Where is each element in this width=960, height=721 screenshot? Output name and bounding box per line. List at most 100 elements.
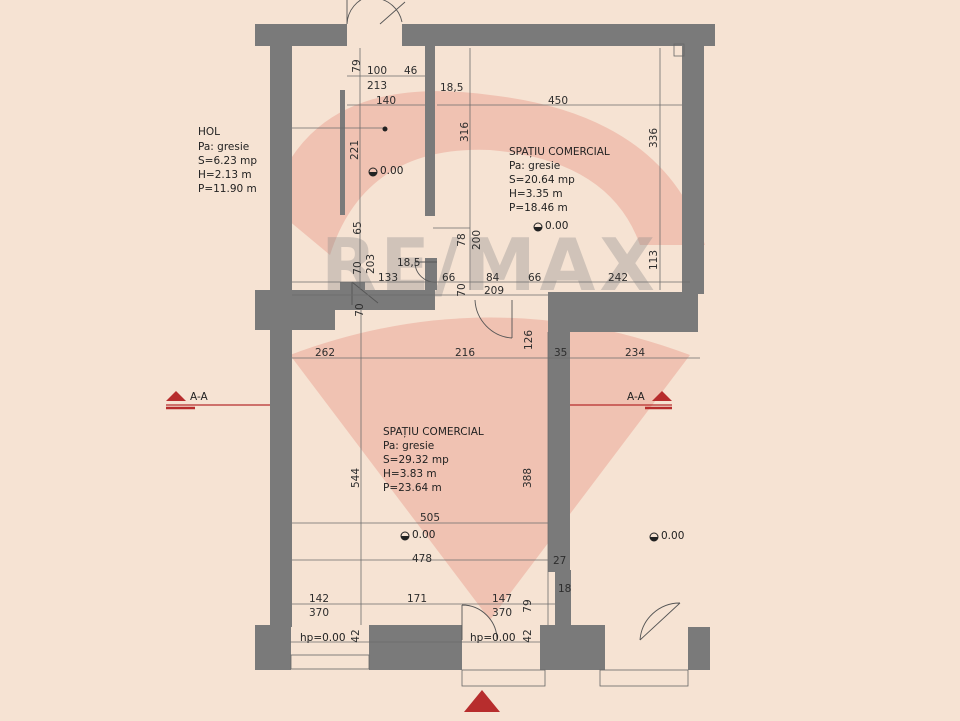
room-name: HOL	[198, 126, 220, 138]
dim-370-right: 370	[492, 607, 512, 619]
level-marker-icon	[368, 167, 378, 177]
dim-100: 100	[367, 65, 387, 77]
dim-209: 209	[484, 285, 504, 297]
section-label: A-A	[190, 391, 209, 403]
level-value: 0.00	[545, 220, 568, 232]
door-bottom-left	[461, 604, 498, 641]
section-label: A-A	[627, 391, 646, 403]
room-perimeter: P=11.90 m	[198, 183, 257, 195]
level-marker-icon	[649, 532, 659, 542]
level-value: 0.00	[412, 529, 435, 541]
dim-544: 544	[350, 468, 362, 488]
dim-18-5-bottom: 18,5	[397, 257, 420, 269]
dim-65: 65	[352, 221, 364, 234]
dim-450: 450	[548, 95, 568, 107]
section-marker-left: A-A	[166, 391, 270, 410]
door-hall-wc	[351, 281, 379, 305]
wall-column	[548, 292, 570, 572]
wall-bottom-window	[369, 625, 462, 670]
dim-213: 213	[367, 80, 387, 92]
level-value: 0.00	[661, 530, 684, 542]
room-area: S=20.64 mp	[509, 174, 575, 186]
dim-147: 147	[492, 593, 512, 605]
dim-142: 142	[309, 593, 329, 605]
wall-bottom-center	[540, 625, 605, 670]
dim-70-wall: 70	[354, 303, 366, 316]
room-label-hall: HOL Pa: gresie S=6.23 mp H=2.13 m P=11.9…	[198, 126, 257, 195]
dim-42-left: 42	[350, 629, 362, 642]
dim-216: 216	[455, 347, 475, 359]
doors	[346, 0, 681, 641]
dim-336: 336	[648, 128, 660, 148]
room-pointer-dot	[382, 126, 388, 132]
door-bottom-right	[639, 602, 681, 641]
dim-478: 478	[412, 553, 432, 565]
room-name: SPAȚIU COMERCIAL	[383, 426, 484, 438]
wall-column-base	[555, 570, 571, 625]
dim-316: 316	[459, 122, 471, 142]
dim-242: 242	[608, 272, 628, 284]
wall-right-pier	[685, 228, 704, 293]
wall-left-upper	[270, 24, 292, 292]
dim-203: 203	[365, 254, 377, 274]
level-value: 0.00	[380, 165, 403, 177]
dim-79-bottom: 79	[522, 599, 534, 612]
entrance-door-top	[346, 0, 406, 25]
room-floor: Pa: gresie	[198, 141, 249, 153]
section-arrow-icon	[652, 391, 672, 401]
dim-66-a: 66	[442, 272, 456, 284]
window-sills	[290, 43, 689, 687]
room-floor: Pa: gresie	[509, 160, 560, 172]
wall-mid-beam	[335, 290, 435, 310]
dim-171: 171	[407, 593, 427, 605]
dim-18-5-top: 18,5	[440, 82, 463, 94]
level-markers: 0.00 0.00 0.00 0.00	[368, 165, 684, 542]
dim-66-b: 66	[528, 272, 542, 284]
dimension-labels: 79 100 46 213 140 18,5 450 316 336 221 6…	[309, 59, 660, 642]
room-height: H=2.13 m	[198, 169, 252, 181]
wall-hall-ledge	[340, 282, 365, 292]
dim-133: 133	[378, 272, 398, 284]
wall-bottom-left-pier	[255, 625, 291, 670]
dim-79-top: 79	[351, 59, 363, 72]
dim-126: 126	[523, 330, 535, 350]
wall-top-right	[402, 24, 715, 46]
dim-70-left: 70	[352, 261, 364, 274]
room-height: H=3.35 m	[509, 188, 563, 200]
wall-hall-stub	[425, 258, 437, 290]
dim-70-mid: 70	[456, 283, 468, 296]
wall-mid-right-beam	[548, 292, 698, 332]
dim-388: 388	[522, 468, 534, 488]
entrance-arrow-icon	[464, 690, 500, 712]
room-name: SPAȚIU COMERCIAL	[509, 146, 610, 158]
level-marker-icon	[400, 531, 410, 541]
wall-left-lower	[270, 292, 292, 627]
room-perimeter: P=18.46 m	[509, 202, 568, 214]
dim-84: 84	[486, 272, 500, 284]
dim-113: 113	[648, 250, 660, 270]
dim-46: 46	[404, 65, 418, 77]
room-perimeter: P=23.64 m	[383, 482, 442, 494]
dim-370-left: 370	[309, 607, 329, 619]
wall-hall-partition	[425, 44, 435, 216]
section-marker-right: A-A	[570, 391, 672, 410]
dim-78: 78	[456, 233, 468, 246]
section-arrow-icon	[166, 391, 186, 401]
walls	[255, 24, 715, 670]
dim-140: 140	[376, 95, 396, 107]
dim-18: 18	[558, 583, 571, 595]
dim-27: 27	[553, 555, 566, 567]
wall-right-upper	[682, 24, 704, 294]
dim-200: 200	[471, 230, 483, 250]
dim-505: 505	[420, 512, 440, 524]
dim-262: 262	[315, 347, 335, 359]
room-area: S=6.23 mp	[198, 155, 257, 167]
room-area: S=29.32 mp	[383, 454, 449, 466]
dim-42-right: 42	[522, 629, 534, 642]
wall-top-left	[255, 24, 347, 46]
wall-left-stub	[255, 290, 335, 330]
door-commercial	[474, 299, 513, 339]
room-floor: Pa: gresie	[383, 440, 434, 452]
dim-234: 234	[625, 347, 645, 359]
